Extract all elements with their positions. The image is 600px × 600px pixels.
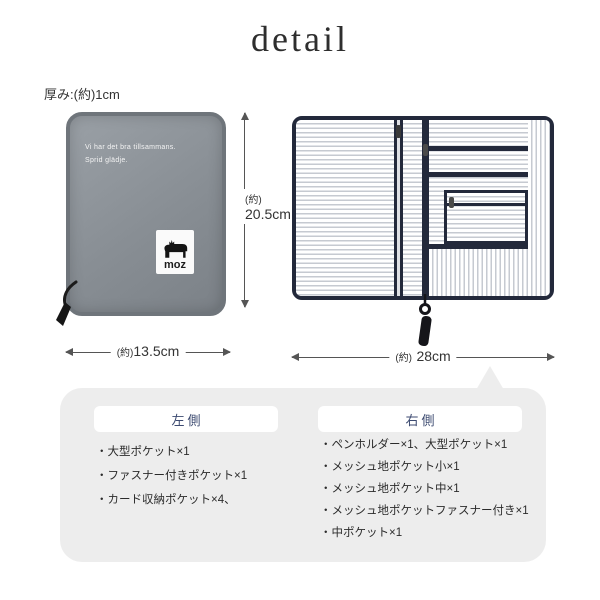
width-dimension-open: (約) 28cm xyxy=(291,348,555,366)
right-side-feature-list: ・ペンホルダー×1、大型ポケット×1 ・メッシュ地ポケット小×1 ・メッシュ地ポ… xyxy=(320,434,529,544)
arrow-down-icon xyxy=(241,300,249,308)
left-panel-zipper xyxy=(394,120,403,296)
front-width-label: (約)13.5cm xyxy=(110,343,186,361)
moose-icon xyxy=(164,239,188,258)
moz-logo-text: moz xyxy=(164,259,186,271)
product-front-image: Vi har det bra tillsammans. Sprid glädje… xyxy=(56,112,226,326)
info-panel: 左側 右側 ・大型ポケット×1 ・ファスナー付きポケット×1 ・カード収納ポケッ… xyxy=(60,388,546,562)
arrow-left-icon xyxy=(65,348,73,356)
zip-pocket-zipper xyxy=(447,203,525,206)
width-dimension-front: (約)13.5cm xyxy=(65,343,231,361)
list-item: ・カード収納ポケット×4、 xyxy=(96,494,236,506)
front-tagline-line2: Sprid glädje. xyxy=(85,156,128,164)
list-item: ・メッシュ地ポケットファスナー付き×1 xyxy=(320,505,529,517)
height-dimension: (約) 20.5cm xyxy=(240,112,294,308)
list-item: ・メッシュ地ポケット小×1 xyxy=(320,461,460,473)
front-tagline: Vi har det bra tillsammans. Sprid glädje… xyxy=(85,142,176,167)
height-dimension-label: (約) 20.5cm xyxy=(242,189,294,224)
open-width-label: (約) 28cm xyxy=(389,348,457,366)
arrow-left-icon xyxy=(291,353,299,361)
arrow-right-icon xyxy=(223,348,231,356)
front-width-value: 13.5cm xyxy=(133,343,180,359)
product-open-image xyxy=(292,116,554,300)
open-width-value: 28cm xyxy=(416,348,451,364)
list-item: ・メッシュ地ポケット中×1 xyxy=(320,483,460,495)
list-item: ・ペンホルダー×1、大型ポケット×1 xyxy=(320,439,508,451)
pocket-edge-strap xyxy=(429,172,528,177)
speech-bubble-tail xyxy=(476,366,504,390)
open-width-approx: (約) xyxy=(395,353,412,364)
front-tagline-line1: Vi har det bra tillsammans. xyxy=(85,144,176,151)
list-item: ・大型ポケット×1 xyxy=(96,446,190,458)
list-item: ・中ポケット×1 xyxy=(320,527,403,539)
bottom-pocket xyxy=(429,244,528,296)
right-side-header: 右側 xyxy=(318,406,522,432)
front-width-approx: (約) xyxy=(116,348,134,359)
main-zipper-pull-icon xyxy=(418,294,432,347)
arrow-right-icon xyxy=(547,353,555,361)
list-item: ・ファスナー付きポケット×1 xyxy=(96,470,248,482)
open-case-interior xyxy=(296,120,550,296)
height-approx: (約) xyxy=(245,195,262,206)
left-zipper-pull-icon xyxy=(396,125,401,138)
moz-logo-patch: moz xyxy=(156,230,194,274)
left-side-header: 左側 xyxy=(94,406,278,432)
spine-zipper-pull-icon xyxy=(423,144,428,156)
open-case-left-panel xyxy=(296,120,422,296)
zip-pocket-pull-icon xyxy=(449,197,454,208)
arrow-up-icon xyxy=(241,112,249,120)
zipper-pull-icon xyxy=(56,280,78,326)
right-edge-gusset xyxy=(528,120,550,296)
zip-pocket xyxy=(444,190,528,244)
left-side-feature-list: ・大型ポケット×1 ・ファスナー付きポケット×1 ・カード収納ポケット×4、 xyxy=(96,440,247,512)
pen-holder-strap xyxy=(429,146,528,151)
height-value: 20.5cm xyxy=(245,206,291,222)
page-title: detail xyxy=(251,19,349,59)
thickness-label: 厚み:(約)1cm xyxy=(44,87,120,102)
case-spine xyxy=(422,120,429,296)
